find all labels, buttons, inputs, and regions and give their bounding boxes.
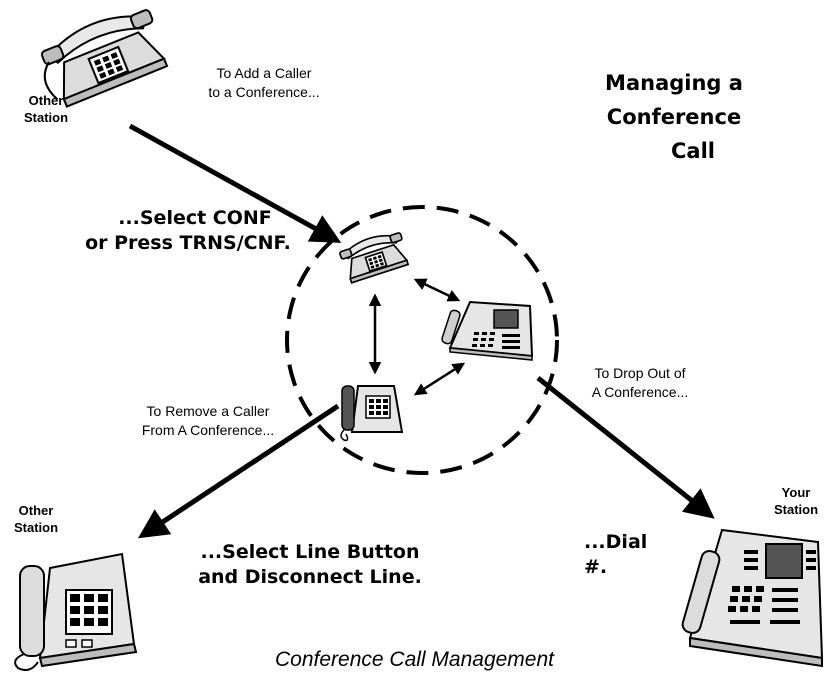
inner-arrow-top — [413, 278, 461, 302]
select-conf-line-1: ...Select CONF — [118, 207, 272, 229]
other-station-bottom-label: Other Station — [6, 502, 66, 536]
your-station-label: Your Station — [766, 484, 826, 518]
other-station-bottom-phone-icon — [14, 552, 138, 671]
conference-phone-top-icon — [339, 232, 410, 284]
remove-caller-arrow — [137, 403, 340, 539]
other-station-top-line-1: Other — [28, 93, 64, 108]
inner-arrow-right — [413, 362, 466, 396]
title-line-1: Managing a — [605, 71, 743, 95]
add-caller-note: To Add a Caller to a Conference... — [184, 64, 344, 102]
figure-caption: Conference Call Management — [275, 648, 554, 671]
drop-out-line-2: A Conference... — [591, 384, 689, 400]
drop-out-note: To Drop Out of A Conference... — [580, 364, 700, 402]
select-conf-action: ...Select CONF or Press TRNS/CNF. — [40, 206, 336, 256]
remove-caller-line-2: From A Conference... — [141, 422, 275, 438]
title-line-3: Call — [671, 139, 715, 163]
add-caller-line-1: To Add a Caller — [216, 65, 312, 81]
diagram-title: Managing a Conference Call — [574, 66, 774, 168]
remove-caller-line-1: To Remove a Caller — [146, 403, 270, 419]
add-caller-arrow — [128, 123, 342, 243]
remove-caller-note: To Remove a Caller From A Conference... — [128, 402, 288, 440]
other-station-top-line-2: Station — [23, 110, 69, 125]
drop-out-line-1: To Drop Out of — [594, 365, 686, 381]
add-caller-line-2: to a Conference... — [208, 84, 320, 100]
select-line-action: ...Select Line Button and Disconnect Lin… — [170, 540, 450, 590]
other-station-bottom-line-2: Station — [13, 520, 59, 535]
conference-phone-right-icon — [441, 300, 534, 361]
select-line-line-2: and Disconnect Line. — [198, 566, 422, 588]
conference-phone-bottom-icon — [340, 385, 404, 442]
select-conf-line-2: or Press TRNS/CNF. — [85, 232, 291, 254]
your-station-line-1: Your — [781, 485, 811, 500]
other-station-top-label: Other Station — [16, 92, 76, 126]
select-line-line-1: ...Select Line Button — [200, 541, 420, 563]
dial-action: ...Dial #. — [584, 530, 674, 580]
your-station-line-2: Station — [773, 502, 819, 517]
other-station-top-phone-icon — [40, 9, 169, 108]
conference-circle — [285, 205, 559, 475]
dial-line-1: ...Dial #. — [584, 531, 648, 578]
title-line-2: Conference — [606, 105, 742, 129]
drop-out-arrow — [536, 376, 715, 519]
other-station-bottom-line-1: Other — [18, 503, 54, 518]
your-station-phone-icon — [681, 528, 824, 668]
